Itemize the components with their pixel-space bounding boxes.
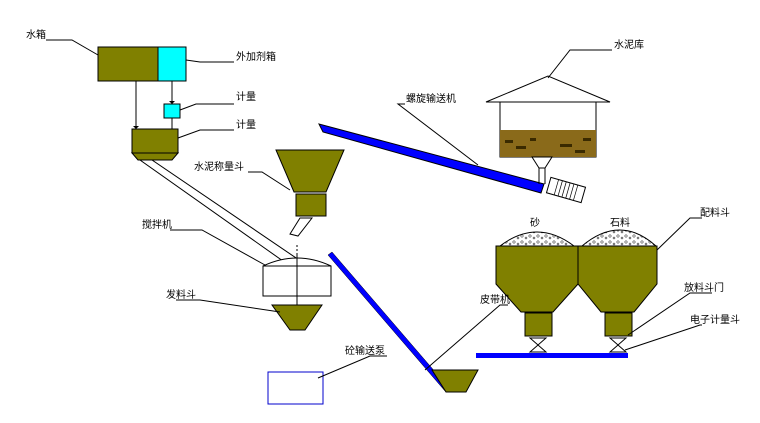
- label-electronic-weigh-hopper: 电子计量斗: [690, 313, 740, 326]
- gate-stone: [608, 337, 628, 346]
- water-meter: [131, 128, 179, 154]
- additive-meter: [163, 103, 181, 119]
- water-meter-base: [130, 152, 180, 161]
- belt-hopper: [431, 369, 479, 393]
- screw-conveyor: [318, 123, 545, 194]
- cement-gate: [289, 217, 314, 237]
- gate-sand: [528, 337, 548, 346]
- label-batching-hopper: 配料斗: [700, 206, 730, 219]
- silo-outlet: [531, 156, 553, 169]
- batching-hopper-stone: [577, 245, 658, 313]
- label-sand: 砂: [530, 216, 540, 229]
- sand-pile: [498, 231, 576, 247]
- label-meter-small: 计量: [236, 90, 256, 103]
- label-stone: 石料: [610, 216, 630, 229]
- label-hopper-gate: 放料斗门: [684, 281, 724, 294]
- gate-stone-lower: [608, 344, 628, 353]
- gate-sand-lower: [528, 344, 548, 353]
- label-water-tank: 水箱: [26, 28, 46, 41]
- discharge-hopper: [271, 304, 323, 331]
- horizontal-belt: [476, 353, 628, 358]
- weigh-box-sand: [524, 312, 553, 337]
- cement-weigh-hopper: [275, 149, 345, 193]
- cement-weigh-box: [295, 193, 327, 217]
- label-belt-conveyor: 皮带机: [480, 293, 510, 306]
- additive-tank: [157, 46, 187, 82]
- label-screw-conveyor: 螺旋输送机: [406, 92, 456, 105]
- label-discharge-hopper: 发料斗: [166, 288, 196, 301]
- label-concrete-pump: 砼输送泵: [345, 344, 385, 357]
- silo-roof: [485, 75, 611, 103]
- label-cement-silo: 水泥库: [614, 38, 644, 51]
- label-mixer: 搅拌机: [142, 218, 172, 231]
- stone-pile: [580, 229, 658, 247]
- screw-motor: [545, 176, 587, 204]
- label-meter-main: 计量: [236, 118, 256, 131]
- water-chute: [138, 159, 304, 267]
- belt-conveyor: [327, 251, 450, 392]
- label-additive-tank: 外加剂箱: [236, 50, 276, 63]
- water-tank: [97, 46, 159, 82]
- weigh-box-stone: [604, 312, 633, 337]
- concrete-pump: [267, 371, 324, 405]
- label-cement-weigh-hopper: 水泥称量斗: [194, 160, 244, 173]
